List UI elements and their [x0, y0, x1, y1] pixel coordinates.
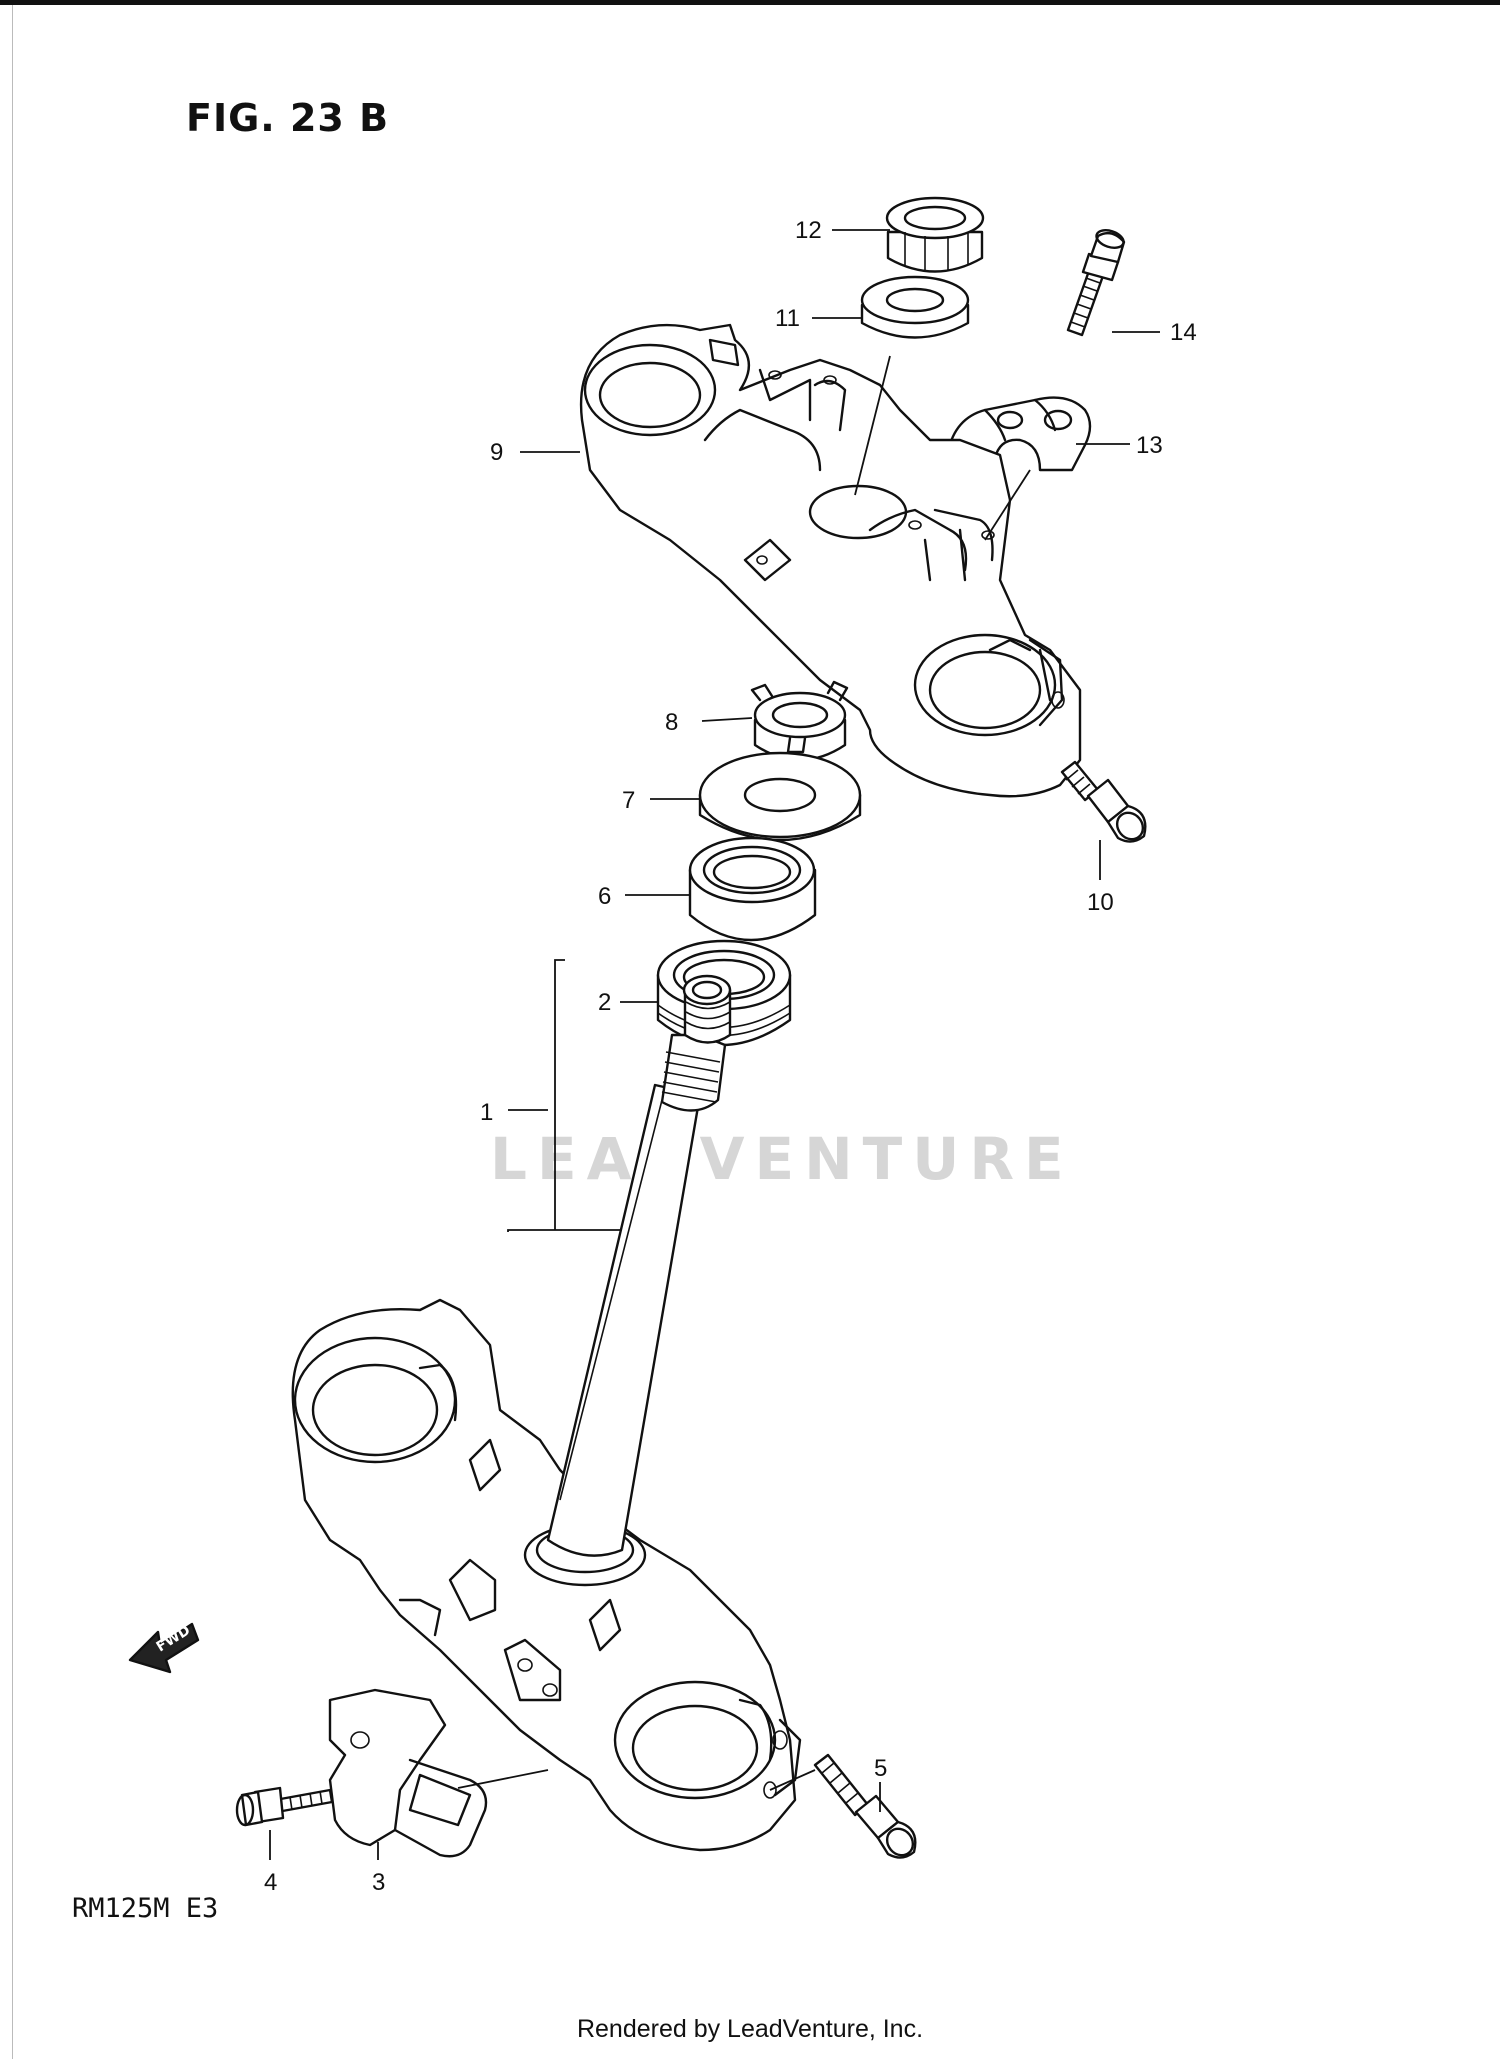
callout-10: 10	[1087, 889, 1114, 916]
callout-4: 4	[264, 1869, 277, 1896]
callout-3: 3	[372, 1869, 385, 1896]
part-11-washer[interactable]	[860, 275, 970, 339]
callout-6: 6	[598, 883, 611, 910]
part-9-upper-bracket[interactable]	[579, 323, 1082, 798]
callout-labels: 1 2 3 4 5 6 7 8 9 10 11 12 13 14	[264, 217, 1197, 1896]
part-6-upper-bearing[interactable]	[688, 836, 817, 942]
part-7-washer[interactable]	[698, 751, 862, 842]
callout-5: 5	[874, 1755, 887, 1782]
part-3-hose-guide[interactable]	[328, 1688, 488, 1858]
model-code: RM125M E3	[72, 1893, 219, 1924]
callout-2: 2	[598, 989, 611, 1016]
left-border	[12, 5, 13, 2059]
fwd-arrow-icon: FWD	[128, 1622, 200, 1674]
watermark: LEADVENTURE	[490, 1125, 1074, 1193]
part-12-stem-nut[interactable]	[885, 196, 985, 273]
callout-7: 7	[622, 787, 635, 814]
top-border	[0, 0, 1500, 5]
part-10-pinch-bolt[interactable]	[1060, 760, 1148, 844]
callout-11: 11	[775, 305, 800, 332]
callout-1: 1	[480, 1099, 493, 1126]
part-5-pinch-bolt[interactable]	[813, 1753, 918, 1860]
render-credit: Rendered by LeadVenture, Inc.	[576, 2015, 924, 2043]
part-4-bolt[interactable]	[235, 1786, 334, 1827]
callout-13: 13	[1136, 432, 1163, 459]
part-14-bolt[interactable]	[1066, 227, 1126, 337]
callout-8: 8	[665, 709, 678, 736]
part-1-steering-stem-assembly[interactable]	[291, 974, 802, 1852]
callout-14: 14	[1170, 319, 1197, 346]
part-8-lock-nut[interactable]	[750, 680, 849, 762]
callout-9: 9	[490, 439, 503, 466]
callout-12: 12	[795, 217, 822, 244]
leader-lines	[269, 229, 1160, 1860]
figure-title: FIG. 23 B	[186, 96, 390, 140]
